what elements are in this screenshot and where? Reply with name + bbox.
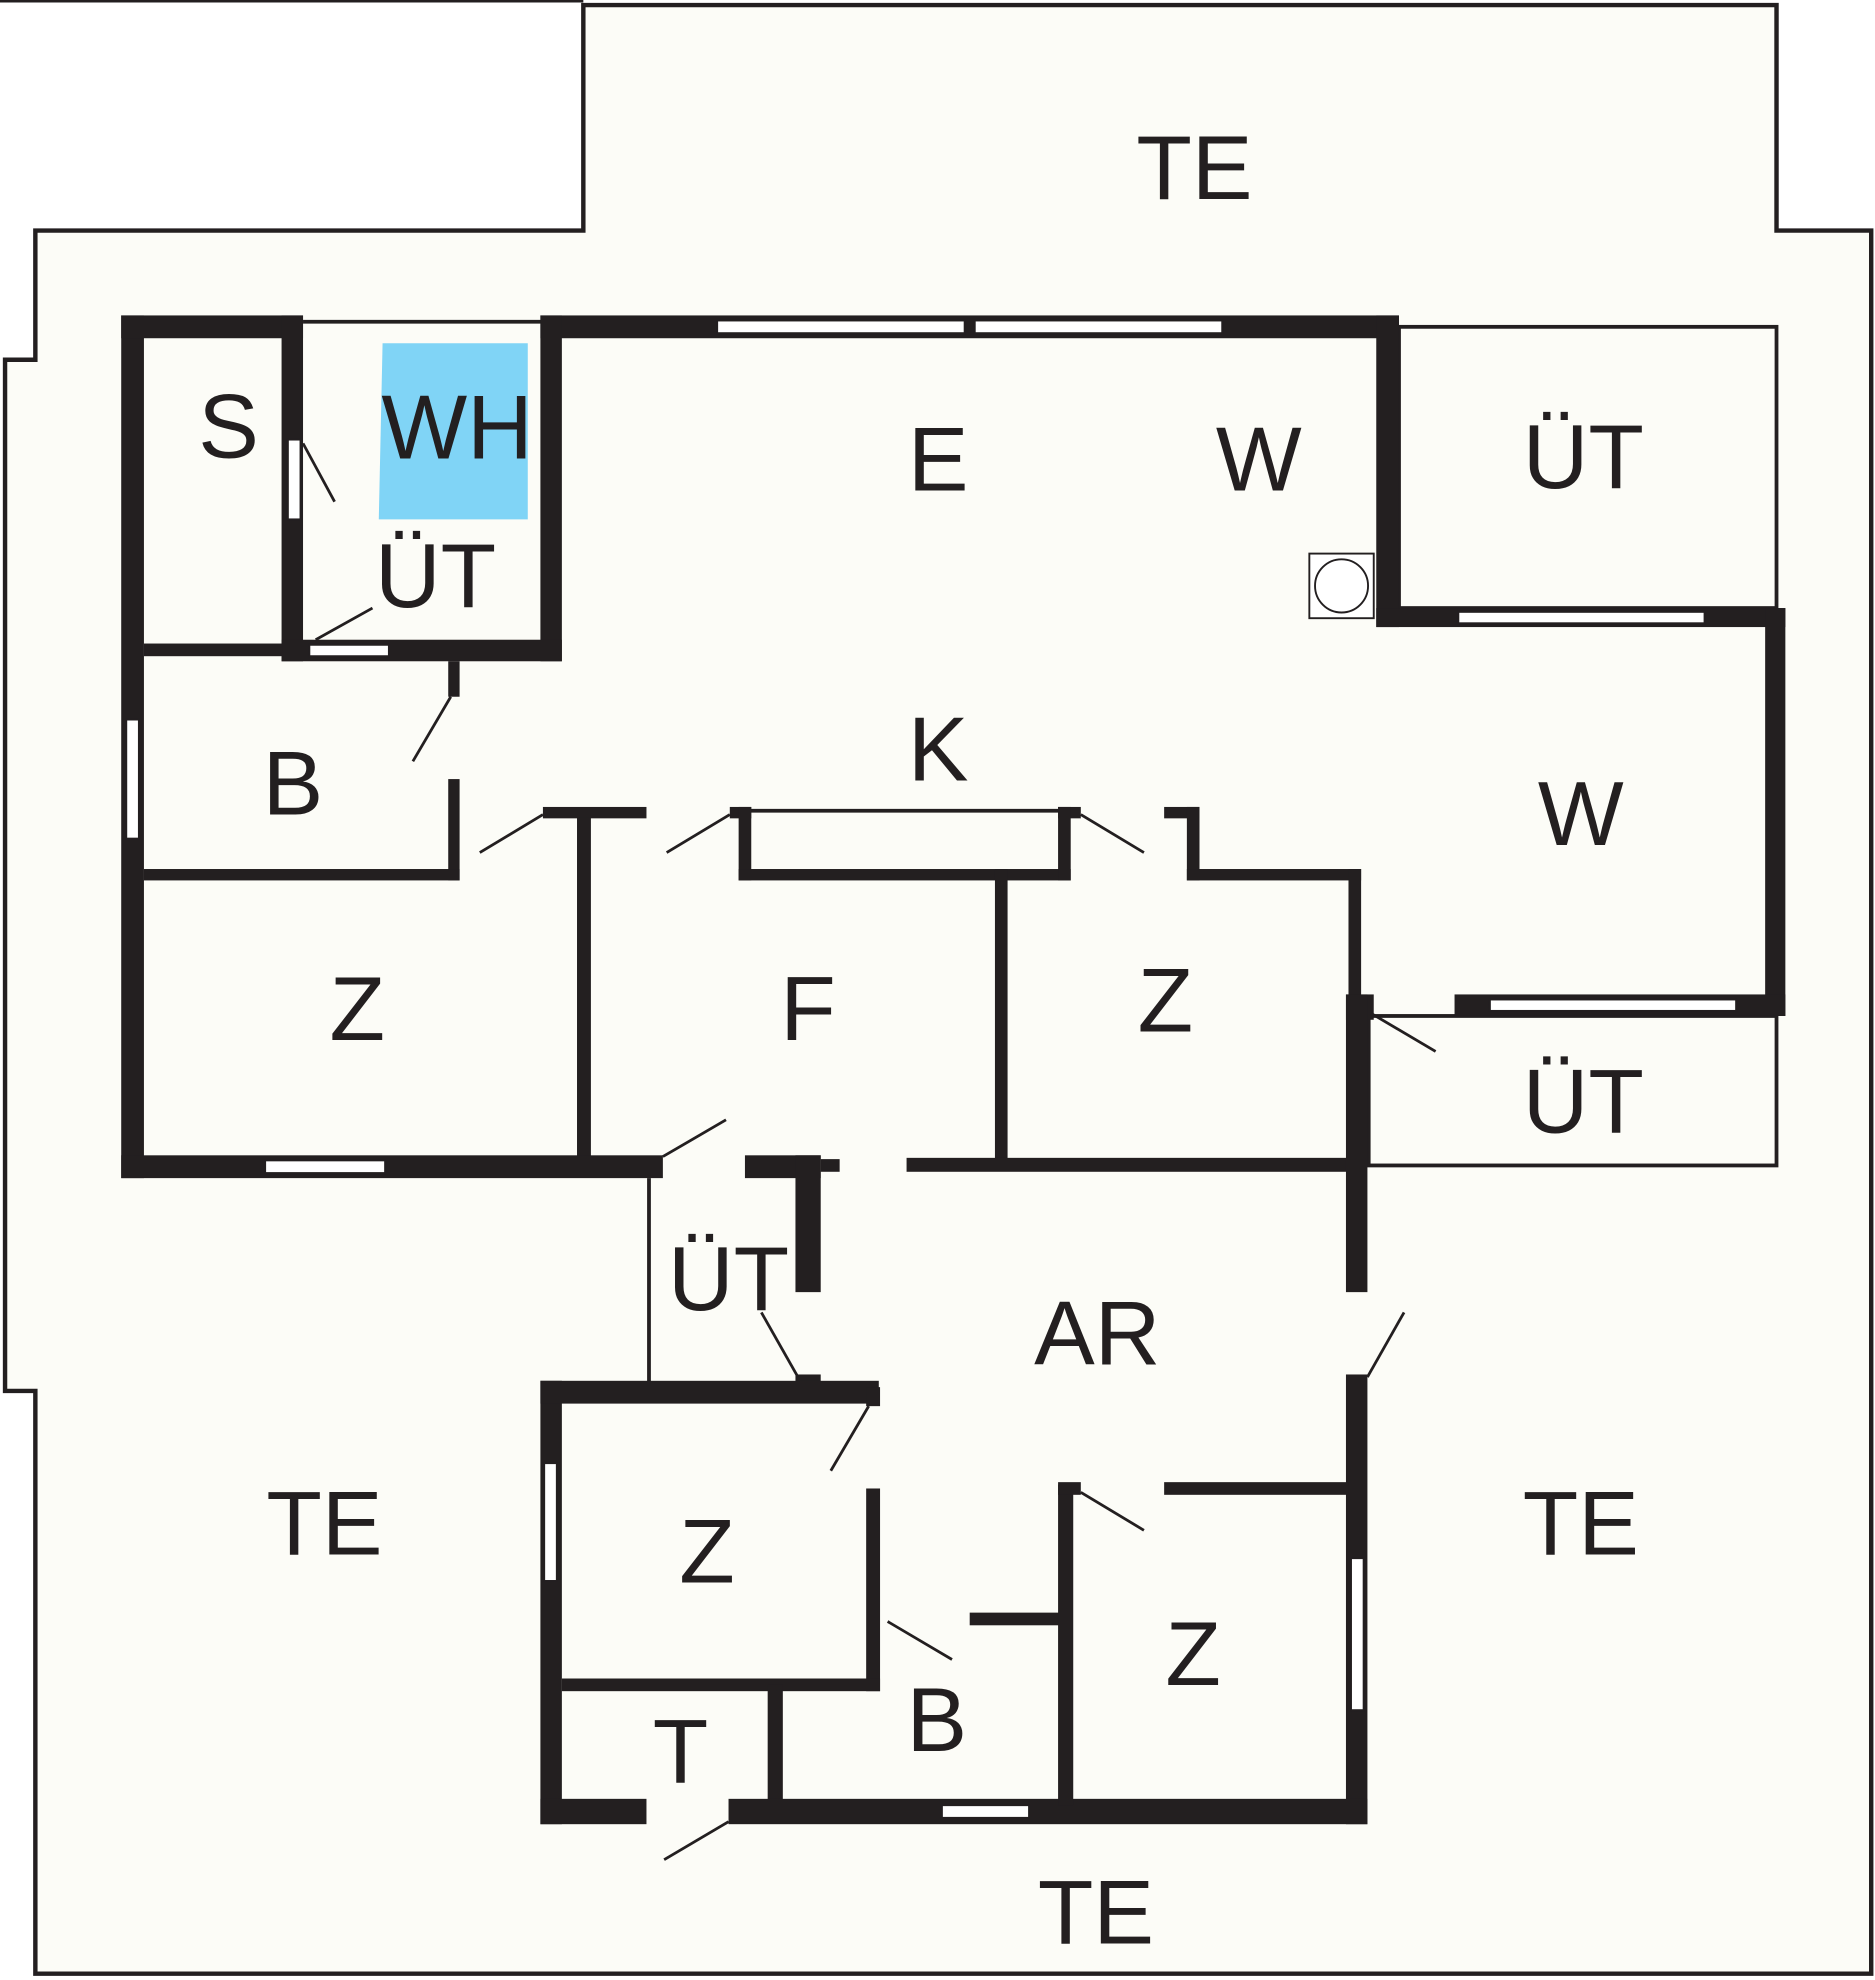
wall: [540, 1798, 647, 1825]
label-z-bottom-right: Z: [1165, 1604, 1221, 1705]
window: [264, 1159, 387, 1175]
door-swing: [314, 606, 374, 641]
label-te-left: TE: [266, 1473, 382, 1574]
door-swing: [411, 696, 452, 763]
door-swing: [663, 1820, 730, 1861]
label-ut-small: ÜT: [668, 1229, 789, 1330]
window: [308, 643, 390, 658]
label-ut-right: ÜT: [1523, 1052, 1644, 1153]
wall: [1058, 1484, 1074, 1806]
wall: [738, 806, 752, 881]
wall: [1186, 869, 1362, 881]
window: [1350, 1557, 1365, 1712]
door-swing: [760, 1311, 800, 1378]
window: [973, 319, 1224, 335]
label-s: S: [198, 376, 259, 477]
wall: [1376, 315, 1399, 628]
door-swing: [886, 1620, 953, 1661]
door-swing: [1080, 1491, 1145, 1532]
wall: [728, 1798, 1368, 1825]
wall: [448, 661, 460, 697]
label-w-top: W: [1216, 409, 1302, 510]
label-b-bottom: B: [907, 1670, 968, 1771]
wall: [540, 1380, 879, 1404]
wall: [143, 869, 460, 881]
wall: [542, 806, 647, 819]
window: [940, 1804, 1030, 1819]
wall: [540, 1380, 562, 1825]
window: [286, 438, 302, 521]
label-z-mid: Z: [1138, 950, 1194, 1051]
wall: [540, 315, 1399, 339]
label-te-right: TE: [1523, 1473, 1639, 1574]
label-w-right: W: [1538, 764, 1624, 865]
window: [543, 1462, 558, 1582]
wall: [795, 1155, 821, 1293]
wall: [540, 315, 562, 662]
wall: [1345, 994, 1368, 1293]
label-t: T: [653, 1701, 709, 1802]
door-swing: [1080, 813, 1145, 854]
wall: [561, 1678, 881, 1692]
wall: [1164, 1482, 1349, 1495]
label-ut-top-right: ÜT: [1523, 407, 1644, 508]
wall: [820, 1159, 840, 1172]
label-te-bottom: TE: [1038, 1862, 1154, 1963]
window: [125, 718, 140, 840]
label-te-top: TE: [1136, 118, 1252, 219]
window: [1488, 998, 1738, 1012]
wall: [1765, 608, 1786, 1016]
label-wh: WH: [381, 378, 532, 479]
windows: [125, 319, 1738, 1819]
label-ar: AR: [1034, 1283, 1160, 1384]
wall: [577, 817, 591, 1160]
wh-highlight: [378, 343, 528, 520]
door-swing: [301, 442, 336, 503]
wall: [121, 315, 304, 339]
door-swing: [665, 813, 731, 854]
wall: [121, 1155, 663, 1179]
door-swing: [829, 1405, 870, 1472]
label-ut-wh: ÜT: [375, 526, 496, 627]
wall: [969, 1612, 1061, 1626]
label-f: F: [780, 959, 836, 1060]
wall: [1348, 869, 1362, 996]
wall: [767, 1684, 783, 1806]
door-swing: [1370, 1012, 1437, 1053]
wall: [738, 869, 1071, 881]
wall: [1186, 806, 1200, 881]
wall: [1164, 806, 1200, 819]
window: [1457, 610, 1706, 625]
door-swings: [301, 442, 1437, 1861]
wall: [448, 779, 460, 881]
wall: [866, 1387, 881, 1407]
fireplace-icon: [1308, 552, 1375, 620]
window: [716, 319, 966, 335]
wall: [143, 643, 283, 657]
door-swing: [1366, 1311, 1406, 1378]
wall: [866, 1488, 881, 1692]
label-z-bottom-left: Z: [679, 1501, 735, 1602]
label-b-left: B: [263, 734, 324, 835]
label-z-left: Z: [330, 959, 386, 1060]
wall: [906, 1157, 1349, 1172]
wall: [1058, 1482, 1081, 1495]
wall: [994, 869, 1008, 1163]
label-k: K: [908, 699, 969, 800]
wall: [1058, 806, 1071, 881]
label-e: E: [908, 409, 969, 510]
door-swing: [662, 1118, 727, 1158]
door-swing: [479, 813, 544, 854]
